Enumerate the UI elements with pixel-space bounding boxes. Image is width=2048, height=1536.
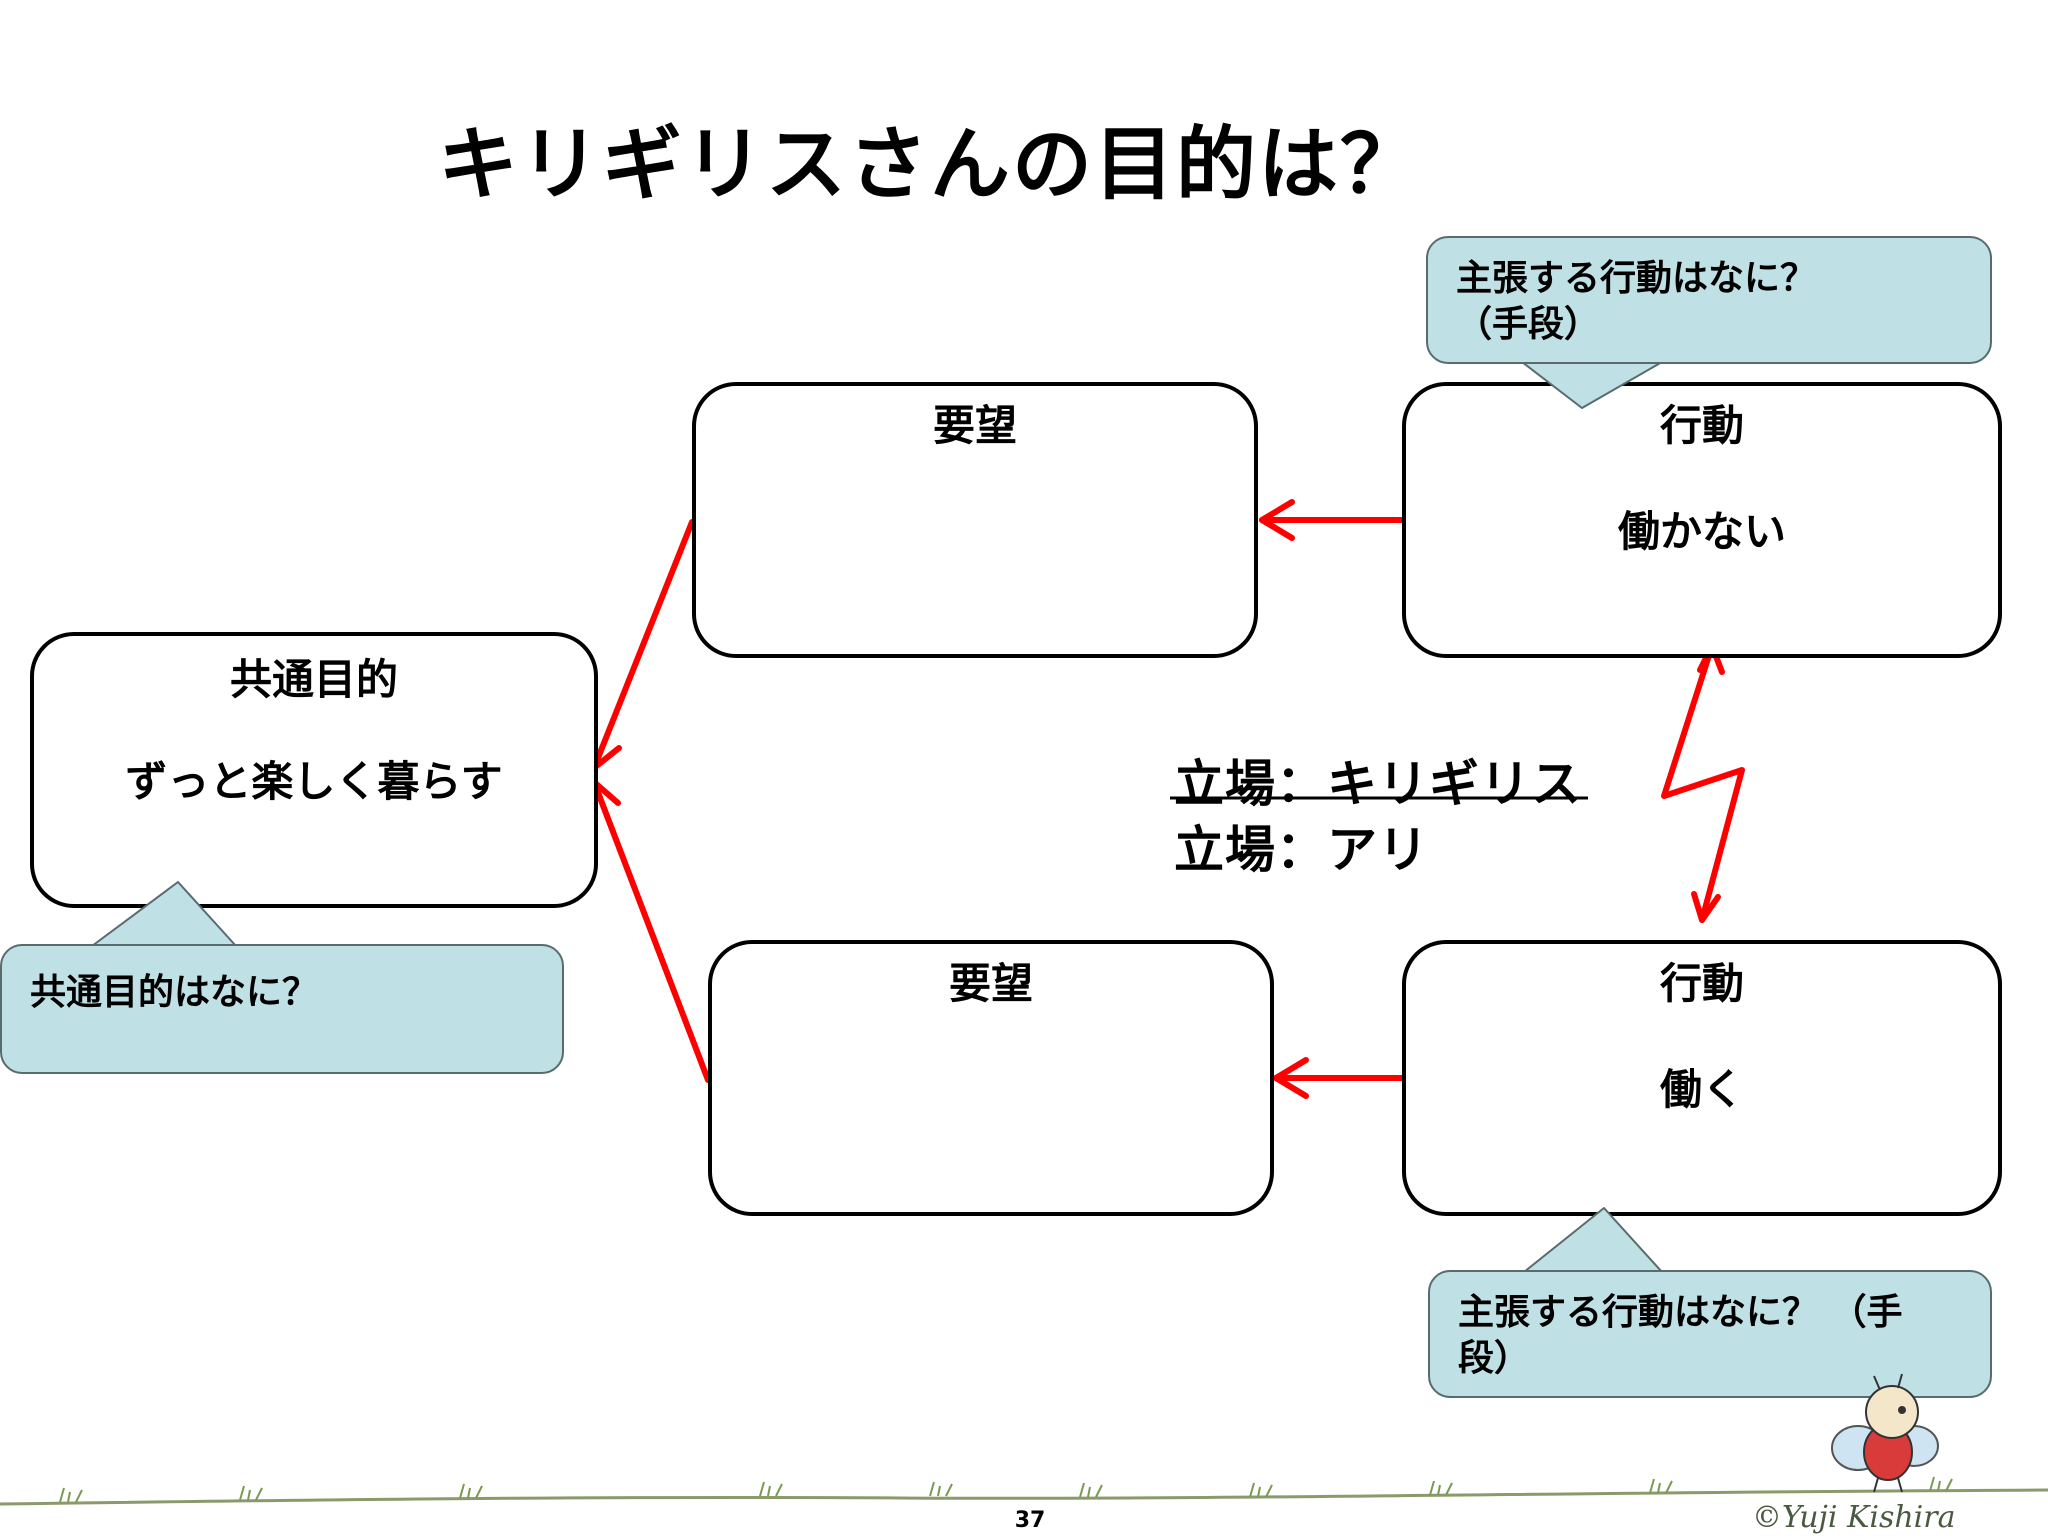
arrow-lower-request-to-goal xyxy=(591,779,711,1083)
mascot-icon xyxy=(1831,1373,1939,1493)
callout-upper-action-line1: 主張する行動はなに？ xyxy=(1456,258,1817,299)
callout-upper-action-line2: （手段） xyxy=(1456,304,1601,345)
callout-upper-action: 主張する行動はなに？ （手段） xyxy=(1426,236,1992,364)
callout-lower-action-line2: 段） xyxy=(1458,1338,1531,1379)
arrow-upper-request-to-goal xyxy=(591,519,695,771)
upper-action-box: 行動 働かない xyxy=(1402,382,2002,658)
lower-action-value: 働く xyxy=(1659,1065,1744,1114)
common-goal-value: ずっと楽しく暮らす xyxy=(125,757,503,806)
callout-tail-common-goal xyxy=(91,881,237,947)
callout-lower-action: 主張する行動はなに？ （手 段） xyxy=(1428,1270,1992,1398)
lower-request-box: 要望 xyxy=(708,940,1274,1216)
callout-tail-upper-action xyxy=(1521,361,1663,409)
arrowhead-upper-request xyxy=(1259,499,1295,541)
arrowhead-lower-request xyxy=(1273,1057,1309,1099)
lower-action-label: 行動 xyxy=(1659,959,1744,1008)
upper-request-box: 要望 xyxy=(692,382,1258,658)
callout-lower-action-line1: 主張する行動はなに？ （手 xyxy=(1458,1292,1903,1333)
common-goal-label: 共通目的 xyxy=(229,655,398,704)
callout-common-goal: 共通目的はなに？ xyxy=(0,944,564,1074)
callout-common-goal-text: 共通目的はなに？ xyxy=(30,972,319,1013)
grass-tufts xyxy=(59,1476,1953,1503)
page-number: 37 xyxy=(1014,1508,1046,1533)
copyright-text: ©Yuji Kishira xyxy=(1752,1500,1956,1535)
conflict-arrowhead-bottom xyxy=(1691,891,1721,923)
upper-action-value: 働かない xyxy=(1617,507,1786,556)
lower-request-label: 要望 xyxy=(948,959,1033,1008)
stance-upper: 立場：キリギリス xyxy=(1174,755,1582,813)
slide-title: キリギリスさんの目的は？ xyxy=(438,118,1422,211)
lower-action-box: 行動 働く xyxy=(1402,940,2002,1216)
callout-tail-lower-action xyxy=(1523,1207,1663,1273)
conflict-bolt xyxy=(1661,643,1745,923)
stance-lower: 立場：アリ xyxy=(1174,821,1429,879)
ground-line xyxy=(0,1488,2048,1506)
common-goal-box: 共通目的 ずっと楽しく暮らす xyxy=(30,632,598,908)
upper-request-label: 要望 xyxy=(932,401,1017,450)
upper-action-label: 行動 xyxy=(1659,401,1744,450)
